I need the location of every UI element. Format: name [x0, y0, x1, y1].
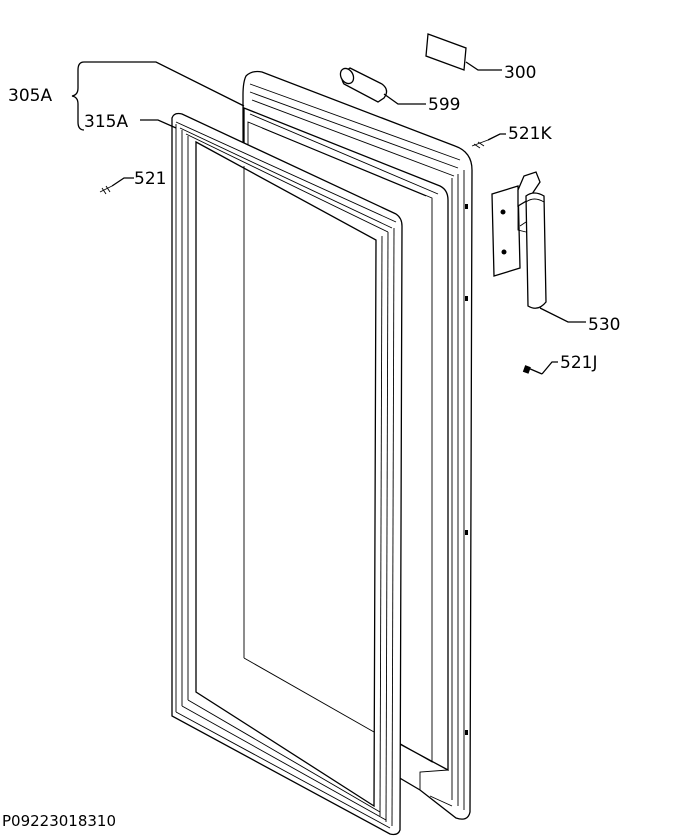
cylinder-part — [339, 67, 388, 103]
leader-lines — [71, 61, 586, 375]
label-300: 300 — [504, 63, 536, 83]
label-521j: 521J — [560, 353, 597, 373]
screw-521k — [471, 139, 489, 149]
label-305a: 305A — [8, 86, 52, 106]
screw-521 — [99, 185, 113, 195]
label-521k: 521K — [508, 124, 552, 144]
label-315a: 315A — [84, 112, 128, 132]
drawing-code: P09223018310 — [2, 812, 116, 830]
hinge — [491, 171, 547, 309]
label-599: 599 — [428, 95, 460, 115]
label-521: 521 — [134, 169, 166, 189]
door-gasket — [171, 112, 403, 836]
label-530: 530 — [588, 315, 620, 335]
label-plate — [425, 33, 467, 71]
screw-521j — [522, 365, 543, 375]
